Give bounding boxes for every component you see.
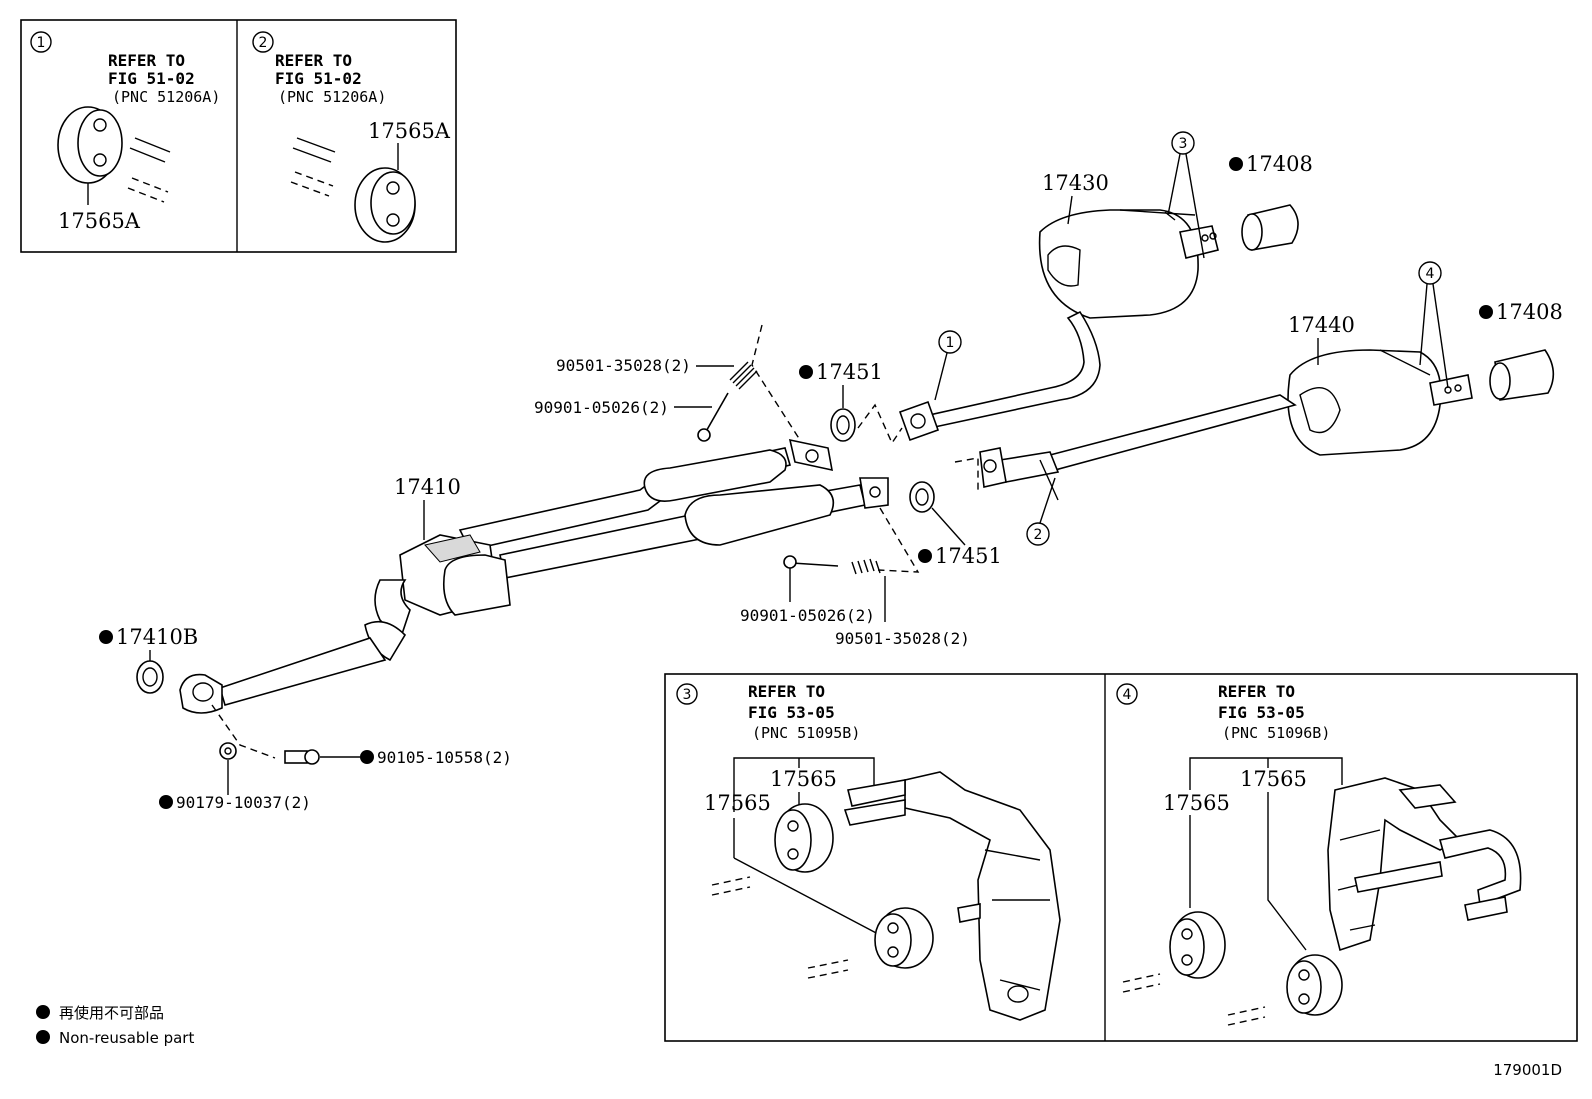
- non-reusable-dot-icon: [99, 630, 113, 644]
- callout-3: 3: [1179, 136, 1188, 152]
- front-pipe-17410: [179, 438, 889, 714]
- bolt-icon-bottom: [783, 555, 839, 569]
- label-17430: 17430: [1042, 171, 1109, 195]
- callout-1: 1: [946, 335, 955, 351]
- inset-2-part: 17565A: [368, 119, 451, 143]
- inset-4: 4 REFER TO FIG 53-05 (PNC 51096B) 17565 …: [1116, 682, 1522, 1026]
- non-reusable-dot-icon: [36, 1030, 50, 1044]
- label-17451-bottom: 17451: [935, 544, 1002, 568]
- inset-4-number: 4: [1123, 687, 1132, 703]
- inset-2-pnc: (PNC 51206A): [278, 88, 386, 106]
- gasket-17410b: [136, 660, 164, 694]
- non-reusable-dot-icon: [918, 549, 932, 563]
- label-17410: 17410: [394, 475, 461, 499]
- inset-3-refer-line2: FIG 53-05: [748, 703, 835, 722]
- bolt-icon-top: [697, 392, 729, 442]
- pin-icon: [127, 137, 171, 203]
- label-17408-top: 17408: [1246, 152, 1313, 176]
- label-17440: 17440: [1288, 313, 1355, 337]
- hanger-rubber-icon: [774, 803, 834, 873]
- label-90901-top: 90901-05026(2): [534, 398, 669, 417]
- inset-4-part-b: 17565: [1163, 791, 1230, 815]
- non-reusable-dot-icon: [799, 365, 813, 379]
- muffler-17440: [1287, 349, 1473, 456]
- inset-4-refer-line1: REFER TO: [1218, 682, 1295, 701]
- inset-3-part-b: 17565: [704, 791, 771, 815]
- hanger-rubber-icon: [354, 167, 416, 243]
- hanger-rubber-icon: [1286, 954, 1343, 1016]
- hanger-rubber-icon: [874, 907, 934, 969]
- label-90105: 90105-10558(2): [377, 748, 512, 767]
- inset-3-pnc: (PNC 51095B): [752, 724, 860, 742]
- bracket-icon: [1327, 777, 1522, 952]
- label-17451-top: 17451: [816, 360, 883, 384]
- non-reusable-dot-icon: [159, 795, 173, 809]
- label-90501-top: 90501-35028(2): [556, 356, 691, 375]
- inset-1-refer-line1: REFER TO: [108, 51, 185, 70]
- inset-2-number: 2: [259, 35, 268, 51]
- pin-icon: [290, 137, 336, 197]
- inset-box-1-2: [20, 19, 457, 253]
- label-17408-right: 17408: [1496, 300, 1563, 324]
- pipe-lower: [979, 394, 1297, 501]
- inset-1-number: 1: [37, 35, 46, 51]
- non-reusable-dot-icon: [1229, 157, 1243, 171]
- inset-4-pnc: (PNC 51096B): [1222, 724, 1330, 742]
- inset-2-refer-line2: FIG 51-02: [275, 69, 362, 88]
- label-90501-bottom: 90501-35028(2): [835, 629, 970, 648]
- non-reusable-dot-icon: [1479, 305, 1493, 319]
- nut-icon-front: [219, 742, 237, 760]
- inset-2-refer-line1: REFER TO: [275, 51, 352, 70]
- inset-2: 2 REFER TO FIG 51-02 (PNC 51206A) 17565A: [252, 31, 451, 243]
- non-reusable-dot-icon: [36, 1005, 50, 1019]
- exhaust-tip-17408-top: [1241, 204, 1299, 251]
- bracket-icon: [843, 771, 1061, 1021]
- inset-4-part-a: 17565: [1240, 767, 1307, 791]
- label-90901-bottom: 90901-05026(2): [740, 606, 875, 625]
- inset-1-part: 17565A: [58, 209, 141, 233]
- callout-4: 4: [1426, 266, 1435, 282]
- spring-icon-top: [729, 361, 758, 390]
- spring-icon-bottom: [851, 558, 881, 575]
- gasket-17451-top: [830, 408, 856, 442]
- inset-3-refer-line1: REFER TO: [748, 682, 825, 701]
- inset-box-3-4: [664, 673, 1578, 1042]
- inset-4-refer-line2: FIG 53-05: [1218, 703, 1305, 722]
- callout-2: 2: [1034, 527, 1043, 543]
- inset-3-number: 3: [683, 687, 692, 703]
- pipe-upper: [898, 310, 1101, 442]
- hanger-rubber-icon: [57, 106, 123, 184]
- inset-1-refer-line2: FIG 51-02: [108, 69, 195, 88]
- legend-en: Non-reusable part: [59, 1029, 194, 1047]
- gasket-17451-bottom: [909, 481, 935, 513]
- inset-1-pnc: (PNC 51206A): [112, 88, 220, 106]
- legend-jp: 再使用不可部品: [59, 1004, 164, 1022]
- inset-3-part-a: 17565: [770, 767, 837, 791]
- muffler-17430: [1038, 209, 1219, 319]
- inset-3: 3 REFER TO FIG 53-05 (PNC 51095B) 17565 …: [676, 682, 1061, 1021]
- hanger-rubber-icon: [1169, 911, 1226, 979]
- inset-1: 1 REFER TO FIG 51-02 (PNC 51206A) 17565A: [30, 31, 220, 233]
- non-reusable-dot-icon: [360, 750, 374, 764]
- figure-id: 179001D: [1493, 1061, 1562, 1079]
- exhaust-tip-17408-right: [1489, 349, 1555, 401]
- bolt-icon-front: [284, 749, 320, 765]
- label-17410b: 17410B: [116, 625, 198, 649]
- label-90179: 90179-10037(2): [176, 793, 311, 812]
